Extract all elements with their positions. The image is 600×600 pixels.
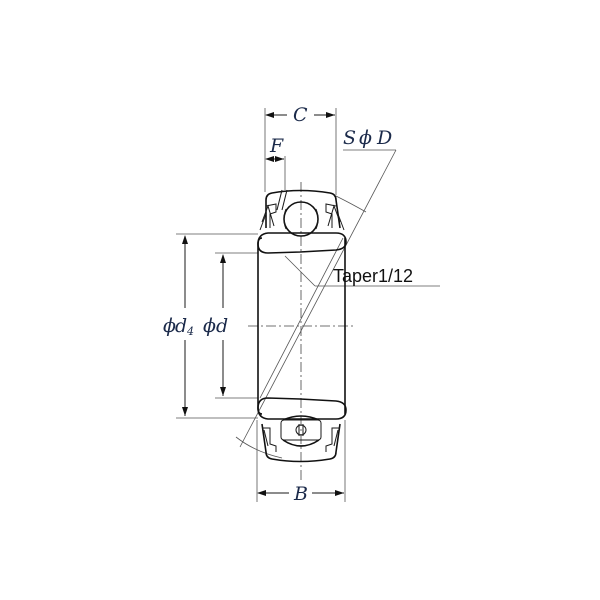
label-d4: ϕ d 4: [163, 315, 194, 338]
svg-text:d: d: [216, 315, 228, 337]
svg-text:ϕ: ϕ: [203, 315, 216, 337]
svg-text:ϕ: ϕ: [359, 127, 372, 149]
extension-lines: [176, 108, 346, 502]
bearing-body: [257, 189, 347, 463]
label-sphere-diameter: S ϕ D: [343, 127, 392, 149]
label-d: ϕ d: [203, 315, 228, 337]
svg-text:4: 4: [186, 325, 194, 338]
dimension-lines: [182, 112, 440, 496]
svg-text:d: d: [175, 315, 187, 337]
label-f: F: [269, 135, 284, 157]
label-b: B: [293, 483, 308, 505]
label-taper: Taper1/12: [333, 266, 413, 286]
svg-text:D: D: [376, 127, 392, 149]
svg-text:S: S: [343, 127, 356, 149]
label-c: C: [293, 104, 308, 126]
svg-text:ϕ: ϕ: [163, 315, 176, 337]
